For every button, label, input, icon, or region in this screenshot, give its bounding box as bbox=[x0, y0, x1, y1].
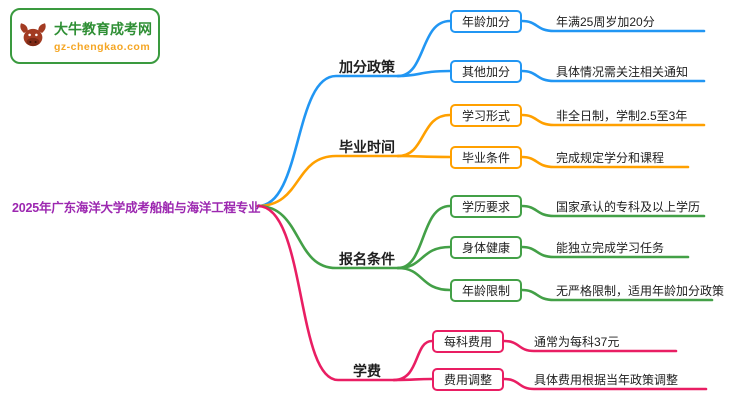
branch-bonus-policy-label: 加分政策 bbox=[339, 59, 395, 75]
branch-enroll-conditions-label: 报名条件 bbox=[339, 251, 395, 267]
desc-age-bonus: 年满25周岁加20分 bbox=[556, 15, 655, 29]
subnode-fee-per-subject-box: 每科费用 bbox=[432, 330, 504, 353]
connector-enroll-desc1 bbox=[520, 204, 706, 218]
connector-tuition-desc2 bbox=[502, 377, 708, 391]
connector-bonus-child2 bbox=[396, 69, 452, 78]
logo-title: 大牛教育成考网 bbox=[54, 21, 152, 37]
connector-graduation-child1 bbox=[396, 113, 452, 158]
root-topic: 2025年广东海洋大学成考船舶与海洋工程专业 bbox=[12, 201, 261, 215]
site-logo: 大牛教育成考网 gz-chengkao.com bbox=[10, 8, 160, 64]
desc-edu-requirement: 国家承认的专科及以上学历 bbox=[556, 200, 701, 214]
connector-enroll-child1 bbox=[396, 204, 452, 270]
desc-grad-condition: 完成规定学分和课程 bbox=[556, 151, 665, 165]
connector-bonus-desc2 bbox=[520, 69, 706, 83]
connector-tuition-child2 bbox=[392, 377, 434, 382]
logo-text: 大牛教育成考网 gz-chengkao.com bbox=[54, 19, 152, 53]
desc-study-form: 非全日制，学制2.5至3年 bbox=[556, 109, 688, 123]
subnode-grad-condition-box: 毕业条件 bbox=[450, 146, 522, 169]
connector-graduation-desc1 bbox=[520, 113, 706, 127]
subnode-study-form-box: 学习形式 bbox=[450, 104, 522, 127]
connector-graduation-desc2 bbox=[520, 155, 690, 169]
connector-tuition-desc1 bbox=[502, 339, 678, 353]
logo-url: gz-chengkao.com bbox=[54, 41, 151, 53]
bull-logo-icon bbox=[20, 23, 46, 47]
connector-root-enroll bbox=[256, 204, 400, 270]
subnode-other-bonus-box: 其他加分 bbox=[450, 60, 522, 83]
subnode-health-box: 身体健康 bbox=[450, 236, 522, 259]
connector-bonus-desc1 bbox=[520, 19, 706, 33]
subnode-edu-requirement-box: 学历要求 bbox=[450, 195, 522, 218]
branch-graduation-time-label: 毕业时间 bbox=[339, 139, 395, 155]
subnode-fee-adjust-box: 费用调整 bbox=[432, 368, 504, 391]
desc-fee-adjust: 具体费用根据当年政策调整 bbox=[534, 373, 679, 387]
branch-tuition-label: 学费 bbox=[353, 363, 381, 379]
connector-bonus-child1 bbox=[396, 19, 452, 78]
connector-root-graduation bbox=[256, 154, 400, 208]
connector-root-bonus bbox=[256, 74, 400, 208]
connector-enroll-child3 bbox=[396, 266, 452, 292]
subnode-age-limit-box: 年龄限制 bbox=[450, 279, 522, 302]
subnode-age-bonus-box: 年龄加分 bbox=[450, 10, 522, 33]
connector-enroll-desc2 bbox=[520, 245, 690, 259]
connector-root-tuition bbox=[256, 204, 396, 382]
desc-age-limit: 无严格限制，适用年龄加分政策 bbox=[556, 284, 725, 298]
connector-graduation-child2 bbox=[396, 154, 452, 159]
connector-tuition-child1 bbox=[392, 339, 434, 382]
desc-health: 能独立完成学习任务 bbox=[556, 241, 665, 255]
desc-fee-per-subject: 通常为每科37元 bbox=[534, 335, 620, 349]
desc-other-bonus: 具体情况需关注相关通知 bbox=[556, 65, 689, 79]
connector-enroll-desc3 bbox=[520, 288, 714, 302]
